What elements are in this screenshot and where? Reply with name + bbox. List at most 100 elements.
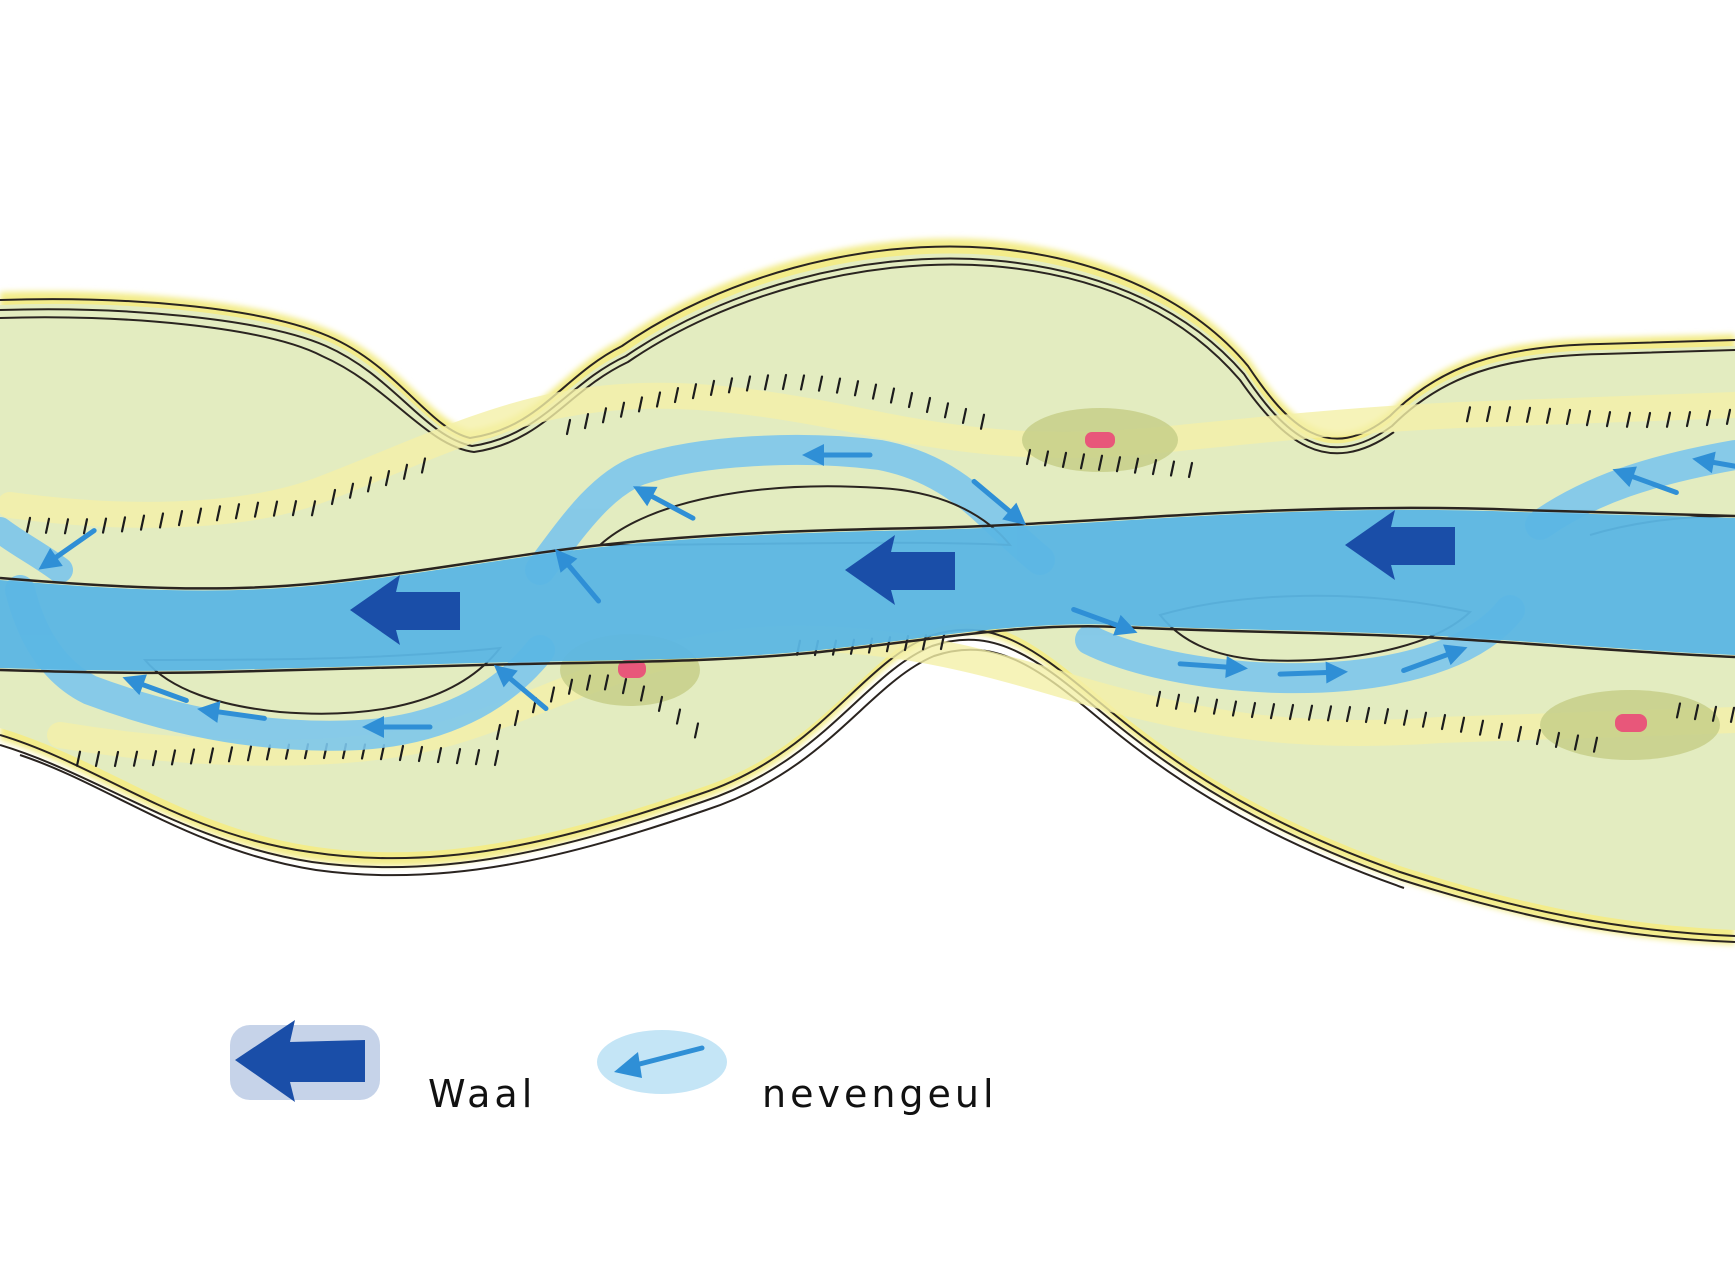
hatch-mark — [1187, 461, 1194, 479]
hatch-mark — [151, 750, 158, 767]
hatch-mark — [1535, 728, 1542, 746]
hatch-mark — [1169, 460, 1176, 477]
hatch-mark — [1465, 406, 1472, 423]
hatch-mark — [44, 517, 51, 534]
hatch-mark — [1440, 713, 1447, 731]
hatch-mark — [781, 373, 788, 391]
hatch-mark — [1061, 451, 1068, 468]
hatch-mark — [1545, 407, 1552, 424]
hatch-mark — [384, 470, 391, 487]
hatch-mark — [637, 396, 644, 413]
hatch-mark — [1585, 410, 1592, 427]
main-channel-banks — [0, 506, 1735, 675]
hatch-mark — [1592, 736, 1599, 753]
hatch-mark — [348, 482, 355, 499]
hatch-mark — [907, 391, 914, 409]
hatch-mark — [94, 750, 101, 768]
hatch-mark — [655, 391, 662, 408]
hatch-mark — [1729, 706, 1735, 723]
hatch-mark — [1079, 453, 1086, 470]
hatch-mark — [402, 463, 409, 480]
inner-bank-top — [0, 382, 1735, 528]
hatch-mark — [1497, 722, 1504, 739]
hatch-mark — [1516, 725, 1523, 743]
main-channel — [0, 509, 1735, 671]
hatch-mark — [139, 514, 146, 531]
hatch-mark — [417, 745, 424, 763]
side-flow-arrow-icon — [597, 1030, 727, 1094]
hatch-mark — [1043, 450, 1050, 467]
hatch-marks — [25, 373, 1735, 768]
hatch-mark — [330, 488, 337, 506]
hatch-mark — [1485, 405, 1492, 423]
hatch-mark — [693, 722, 700, 739]
side-flow-arrow — [632, 486, 696, 521]
hatch-mark — [246, 745, 253, 762]
side-flow-arrows — [38, 444, 1735, 738]
hatch-mark — [853, 380, 860, 397]
hatch-mark — [675, 708, 682, 725]
hatch-mark — [1097, 454, 1104, 471]
hatch-mark — [583, 412, 590, 430]
hatch-mark — [493, 749, 500, 767]
hatch-mark — [1573, 734, 1580, 751]
hatch-mark — [1725, 408, 1732, 425]
pond-1 — [1022, 408, 1178, 472]
hatch-mark — [1402, 709, 1409, 726]
hatch-mark — [1478, 719, 1485, 736]
main-flow-arrow — [845, 535, 955, 605]
main-flow-arrow — [350, 575, 460, 645]
hatch-mark — [1025, 448, 1032, 466]
hatch-mark — [63, 518, 70, 535]
hatch-mark — [1605, 411, 1612, 428]
side-flow-arrow — [1692, 451, 1735, 474]
side-flow-arrow — [971, 478, 1027, 526]
hatch-mark — [177, 509, 184, 527]
hatch-mark — [1345, 705, 1352, 723]
hatch-mark — [120, 516, 127, 533]
hatch-mark — [82, 518, 89, 535]
hatch-mark — [1685, 410, 1692, 428]
hatch-mark — [1554, 731, 1561, 749]
hatch-mark — [513, 709, 520, 727]
hatch-mark — [585, 674, 592, 691]
hatch-mark — [1115, 456, 1122, 473]
legend-side-swatch — [597, 1030, 727, 1094]
hatch-mark — [1307, 704, 1314, 721]
side-flow-arrow — [802, 444, 873, 466]
side-flow-arrow — [1071, 606, 1138, 636]
hatch-mark — [366, 476, 373, 493]
hatch-mark — [1625, 411, 1632, 428]
hatch-mark — [745, 375, 752, 392]
hatch-mark — [1155, 690, 1162, 707]
side-flow-arrow — [122, 674, 189, 704]
hatch-mark — [132, 750, 139, 767]
hatch-mark — [398, 744, 405, 762]
hatch-mark — [835, 377, 842, 394]
hatch-mark — [549, 686, 556, 703]
hatch-mark — [1288, 703, 1295, 721]
hatch-mark — [436, 746, 443, 764]
hatch-mark — [727, 377, 734, 394]
main-flow-arrow — [1345, 510, 1455, 580]
pond-3 — [1540, 690, 1720, 760]
hatch-mark — [889, 387, 896, 404]
hatch-mark — [215, 505, 222, 522]
hatch-mark — [234, 503, 241, 520]
hatch-mark — [1645, 411, 1652, 429]
hatch-mark — [1193, 696, 1200, 713]
main-flow-arrows — [350, 510, 1455, 645]
hatch-mark — [272, 500, 279, 517]
hatch-mark — [709, 379, 716, 397]
hatch-mark — [943, 402, 950, 419]
hatch-mark — [603, 674, 610, 691]
legend-side-label: nevengeul — [762, 1072, 998, 1116]
hatch-mark — [673, 386, 680, 404]
side-flow-arrow — [1277, 661, 1348, 684]
hatch-mark — [420, 457, 427, 474]
hatch-mark — [1269, 703, 1276, 720]
hatch-mark — [871, 383, 878, 400]
hatch-mark — [170, 749, 177, 766]
hatch-mark — [691, 383, 698, 400]
